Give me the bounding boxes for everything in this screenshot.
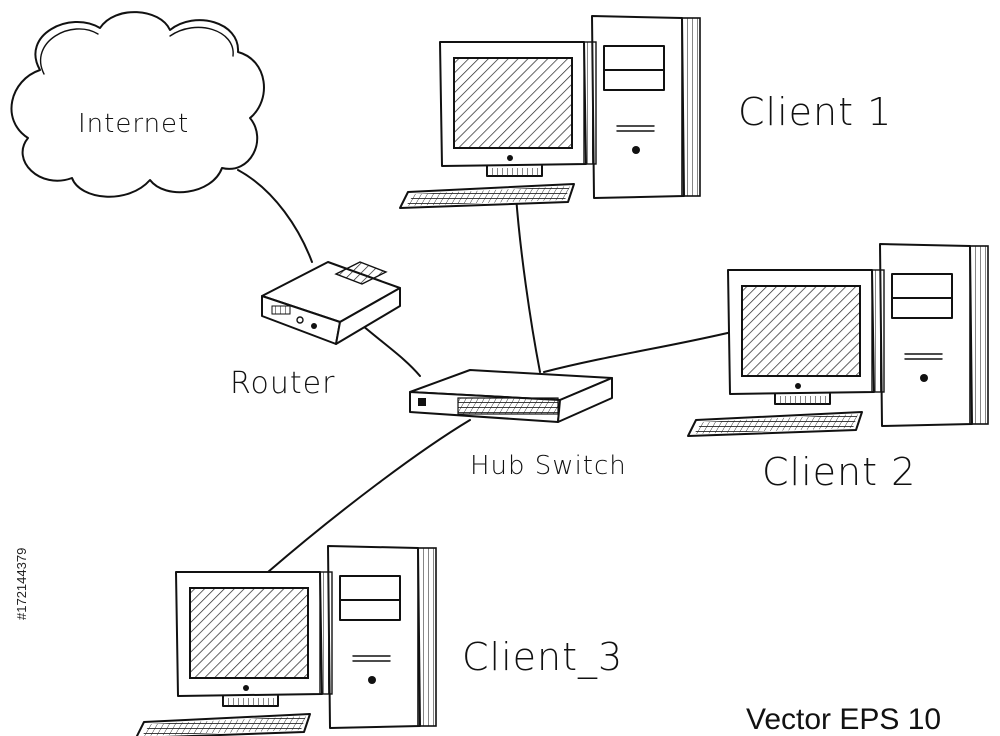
stock-id: #172144379 [14,548,29,620]
client-3: Client_3 [135,545,623,736]
link-internet-router [237,169,313,263]
client-1-label: Client 1 [738,90,892,134]
client-1: Client 1 [399,15,892,209]
internet-cloud: Internet [10,11,265,198]
link-client3-hub [267,419,471,573]
client-2: Client 2 [687,243,989,494]
hub-switch-device: Hub Switch [409,369,627,481]
link-client2-hub [543,329,741,373]
client-2-label: Client 2 [762,450,916,494]
client-3-label: Client_3 [462,635,623,680]
vector-eps-label: Vector EPS 10 [746,703,941,736]
router-device: Router [230,261,401,401]
internet-label: Internet [78,109,189,139]
link-client1-hub [515,195,541,373]
hub-switch-label: Hub Switch [470,451,627,481]
router-label: Router [230,366,335,401]
link-router-hub [355,319,421,377]
